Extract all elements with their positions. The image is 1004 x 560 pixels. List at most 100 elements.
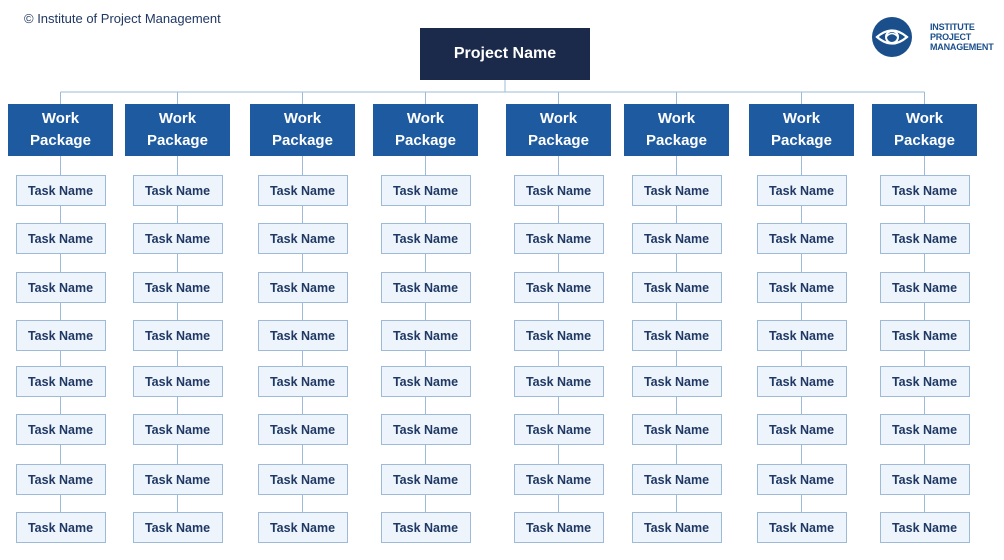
work-package-node: Work Package: [872, 104, 977, 156]
task-node: Task Name: [380, 223, 471, 254]
task-label: Task Name: [27, 280, 94, 295]
task-node: Task Name: [257, 512, 348, 543]
task-label: Task Name: [392, 183, 459, 198]
task-label: Task Name: [525, 183, 592, 198]
task-label: Task Name: [768, 280, 835, 295]
project-label: Project Name: [453, 45, 557, 62]
task-node: Task Name: [513, 320, 604, 351]
task-node: Task Name: [380, 320, 471, 351]
task-node: Task Name: [513, 175, 604, 206]
task-label: Task Name: [643, 374, 710, 389]
task-label: Task Name: [525, 231, 592, 246]
ipm-logo: INSTITUTE PROJECT MANAGEMENT: [870, 15, 994, 59]
task-label: Task Name: [768, 472, 835, 487]
task-label: Task Name: [269, 280, 336, 295]
task-node: Task Name: [513, 366, 604, 397]
work-package-node: Work Package: [506, 104, 611, 156]
task-label: Task Name: [891, 422, 958, 437]
task-label: Task Name: [392, 374, 459, 389]
work-package-label: Work Package: [147, 110, 208, 149]
work-package-label: Work Package: [771, 110, 832, 149]
task-label: Task Name: [768, 422, 835, 437]
task-node: Task Name: [631, 223, 722, 254]
task-node: Task Name: [879, 464, 970, 495]
task-node: Task Name: [15, 464, 106, 495]
task-node: Task Name: [756, 464, 847, 495]
task-node: Task Name: [631, 512, 722, 543]
copyright-notice: © Institute of Project Management: [24, 11, 221, 26]
task-node: Task Name: [513, 464, 604, 495]
task-label: Task Name: [891, 374, 958, 389]
task-label: Task Name: [392, 520, 459, 535]
task-label: Task Name: [392, 231, 459, 246]
task-node: Task Name: [380, 272, 471, 303]
task-node: Task Name: [15, 175, 106, 206]
task-node: Task Name: [631, 414, 722, 445]
work-package-label: Work Package: [30, 110, 91, 149]
task-node: Task Name: [756, 320, 847, 351]
task-label: Task Name: [144, 231, 211, 246]
task-node: Task Name: [756, 414, 847, 445]
task-label: Task Name: [144, 472, 211, 487]
task-node: Task Name: [756, 175, 847, 206]
task-label: Task Name: [525, 280, 592, 295]
task-label: Task Name: [27, 231, 94, 246]
work-package-node: Work Package: [749, 104, 854, 156]
task-label: Task Name: [768, 231, 835, 246]
task-label: Task Name: [525, 374, 592, 389]
task-label: Task Name: [269, 328, 336, 343]
task-node: Task Name: [756, 223, 847, 254]
task-label: Task Name: [891, 328, 958, 343]
task-node: Task Name: [132, 366, 223, 397]
task-node: Task Name: [756, 366, 847, 397]
work-package-label: Work Package: [395, 110, 456, 149]
task-node: Task Name: [15, 272, 106, 303]
task-node: Task Name: [513, 512, 604, 543]
task-label: Task Name: [144, 280, 211, 295]
task-node: Task Name: [15, 512, 106, 543]
task-label: Task Name: [643, 472, 710, 487]
task-node: Task Name: [132, 320, 223, 351]
task-label: Task Name: [27, 328, 94, 343]
task-node: Task Name: [257, 223, 348, 254]
task-node: Task Name: [380, 175, 471, 206]
task-node: Task Name: [132, 512, 223, 543]
work-package-node: Work Package: [125, 104, 230, 156]
work-package-label: Work Package: [528, 110, 589, 149]
task-label: Task Name: [768, 183, 835, 198]
task-node: Task Name: [879, 320, 970, 351]
work-package-node: Work Package: [8, 104, 113, 156]
task-label: Task Name: [27, 472, 94, 487]
task-label: Task Name: [525, 472, 592, 487]
task-node: Task Name: [756, 512, 847, 543]
task-label: Task Name: [891, 520, 958, 535]
task-label: Task Name: [525, 328, 592, 343]
task-node: Task Name: [513, 272, 604, 303]
task-label: Task Name: [643, 183, 710, 198]
logo-line-management: MANAGEMENT: [930, 42, 994, 52]
task-label: Task Name: [27, 374, 94, 389]
task-label: Task Name: [269, 520, 336, 535]
task-node: Task Name: [879, 175, 970, 206]
task-node: Task Name: [15, 320, 106, 351]
task-label: Task Name: [525, 422, 592, 437]
task-label: Task Name: [643, 520, 710, 535]
task-node: Task Name: [15, 414, 106, 445]
task-node: Task Name: [15, 223, 106, 254]
task-node: Task Name: [879, 512, 970, 543]
ipm-eye-globe-icon: [872, 17, 912, 57]
task-label: Task Name: [269, 231, 336, 246]
task-node: Task Name: [132, 223, 223, 254]
task-label: Task Name: [643, 280, 710, 295]
task-node: Task Name: [380, 366, 471, 397]
task-node: Task Name: [132, 414, 223, 445]
task-label: Task Name: [392, 422, 459, 437]
task-node: Task Name: [380, 512, 471, 543]
task-node: Task Name: [380, 464, 471, 495]
task-label: Task Name: [392, 328, 459, 343]
task-label: Task Name: [768, 374, 835, 389]
task-node: Task Name: [132, 272, 223, 303]
task-node: Task Name: [879, 366, 970, 397]
task-label: Task Name: [392, 472, 459, 487]
task-label: Task Name: [643, 422, 710, 437]
